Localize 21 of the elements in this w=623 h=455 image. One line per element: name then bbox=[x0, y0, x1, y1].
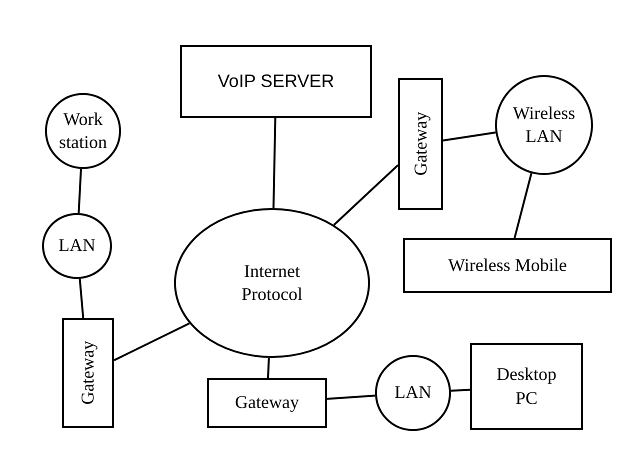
gateway-box: Gateway bbox=[398, 78, 443, 210]
connector-line bbox=[326, 394, 376, 400]
connector-line bbox=[333, 164, 399, 226]
lan-circle: LAN bbox=[42, 213, 112, 279]
gateway-box: Gateway bbox=[207, 378, 327, 428]
connector-line bbox=[267, 358, 270, 378]
connector-line bbox=[450, 388, 470, 392]
connector-line bbox=[442, 132, 496, 142]
internet-protocol-ellipse: Internet Protocol bbox=[174, 208, 370, 358]
connector-line bbox=[514, 173, 532, 238]
connector-line bbox=[114, 322, 190, 362]
server-box: VoIP SERVER bbox=[180, 45, 372, 118]
wireless-lan-circle: Wireless LAN bbox=[495, 75, 593, 175]
workstation-circle: Work station bbox=[45, 93, 121, 169]
desktop-pc-box: Desktop PC bbox=[470, 343, 583, 430]
gateway-box: Gateway bbox=[62, 318, 114, 428]
connector-line bbox=[78, 278, 84, 318]
wireless-mobile-box: Wireless Mobile bbox=[403, 238, 612, 293]
lan-circle: LAN bbox=[375, 355, 451, 431]
connector-line bbox=[78, 168, 82, 214]
connector-line bbox=[272, 118, 276, 208]
